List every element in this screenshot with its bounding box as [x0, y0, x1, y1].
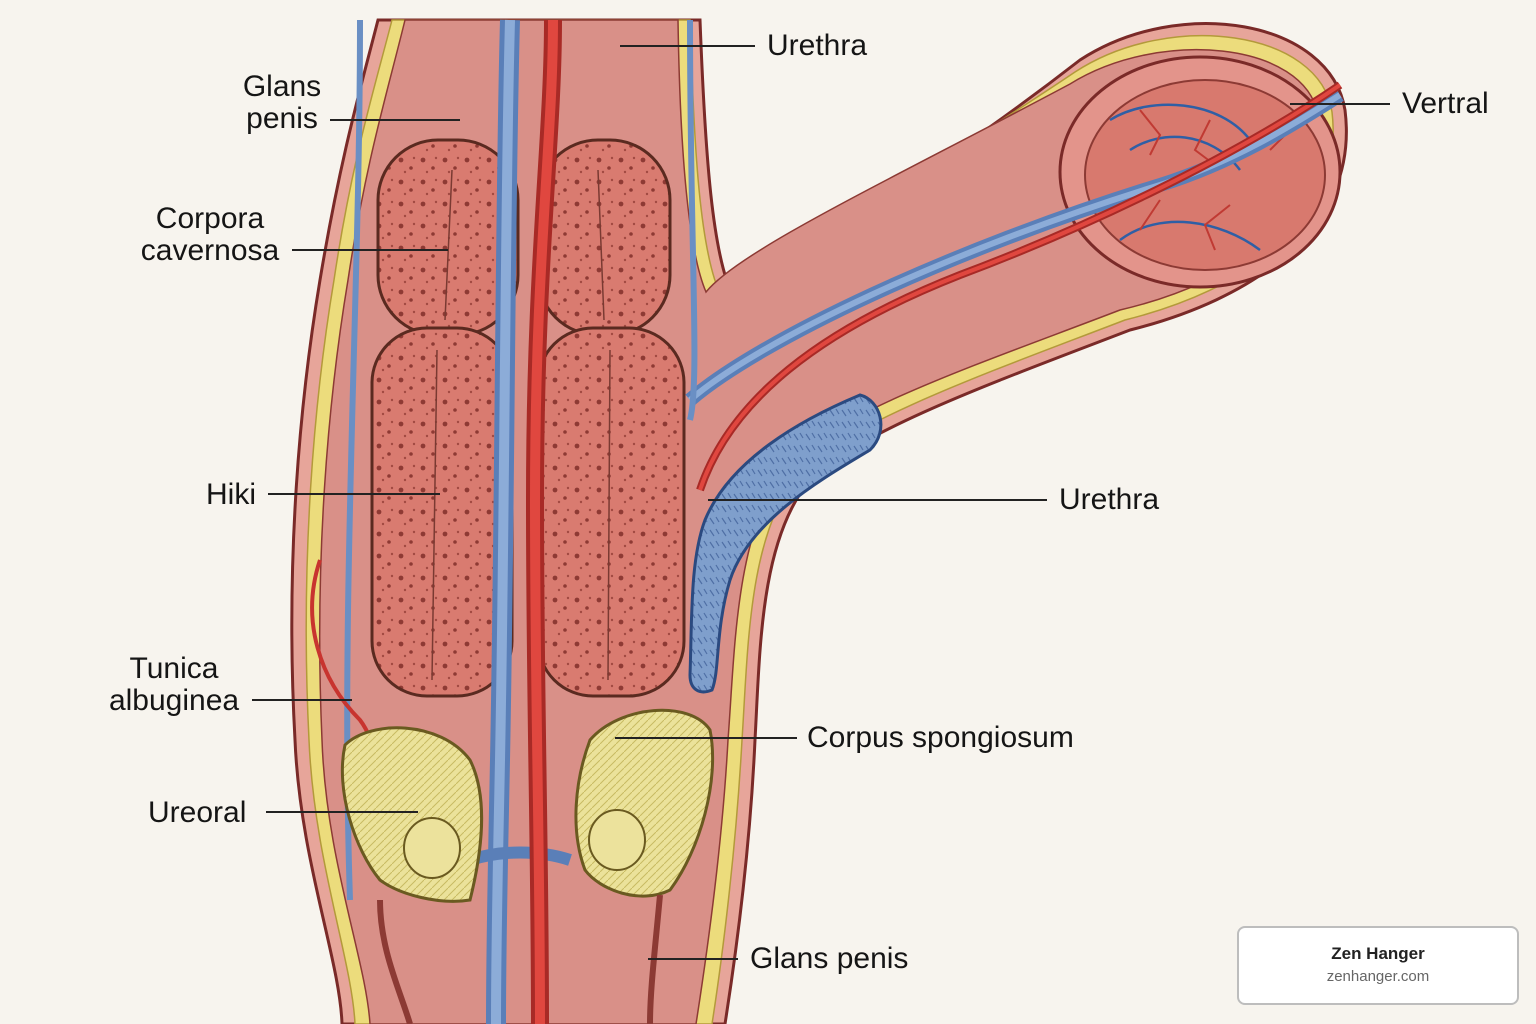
label-urethra-top: Urethra	[767, 29, 868, 62]
label-corpus-spongiosum: Corpus spongiosum	[807, 721, 1074, 754]
label-ureoral: Ureoral	[148, 796, 247, 829]
badge-url: zenhanger.com	[1326, 968, 1430, 985]
arteries	[310, 19, 1343, 1024]
label-urethra-mid: Urethra	[1059, 483, 1160, 516]
bulb-structures	[340, 708, 715, 1024]
corpora-cavernosa	[370, 138, 686, 698]
leader-lines	[252, 45, 1390, 960]
label-glans-penis-bottom: Glans penis	[750, 942, 909, 975]
label-vertral: Vertral	[1402, 87, 1489, 120]
badge-name: Zen Hanger	[1331, 944, 1425, 963]
corpus-spongiosum-tube	[688, 393, 883, 694]
label-corpora-cavernosa: Corpora cavernosa	[140, 202, 280, 267]
label-tunica-albuginea: Tunica albuginea	[108, 652, 240, 717]
label-glans-penis-top: Glans penis	[242, 70, 322, 135]
label-hiki: Hiki	[206, 478, 256, 511]
zen-hanger-badge[interactable]: Zen Hanger zenhanger.com	[1237, 926, 1519, 1005]
veins	[344, 19, 1344, 1024]
